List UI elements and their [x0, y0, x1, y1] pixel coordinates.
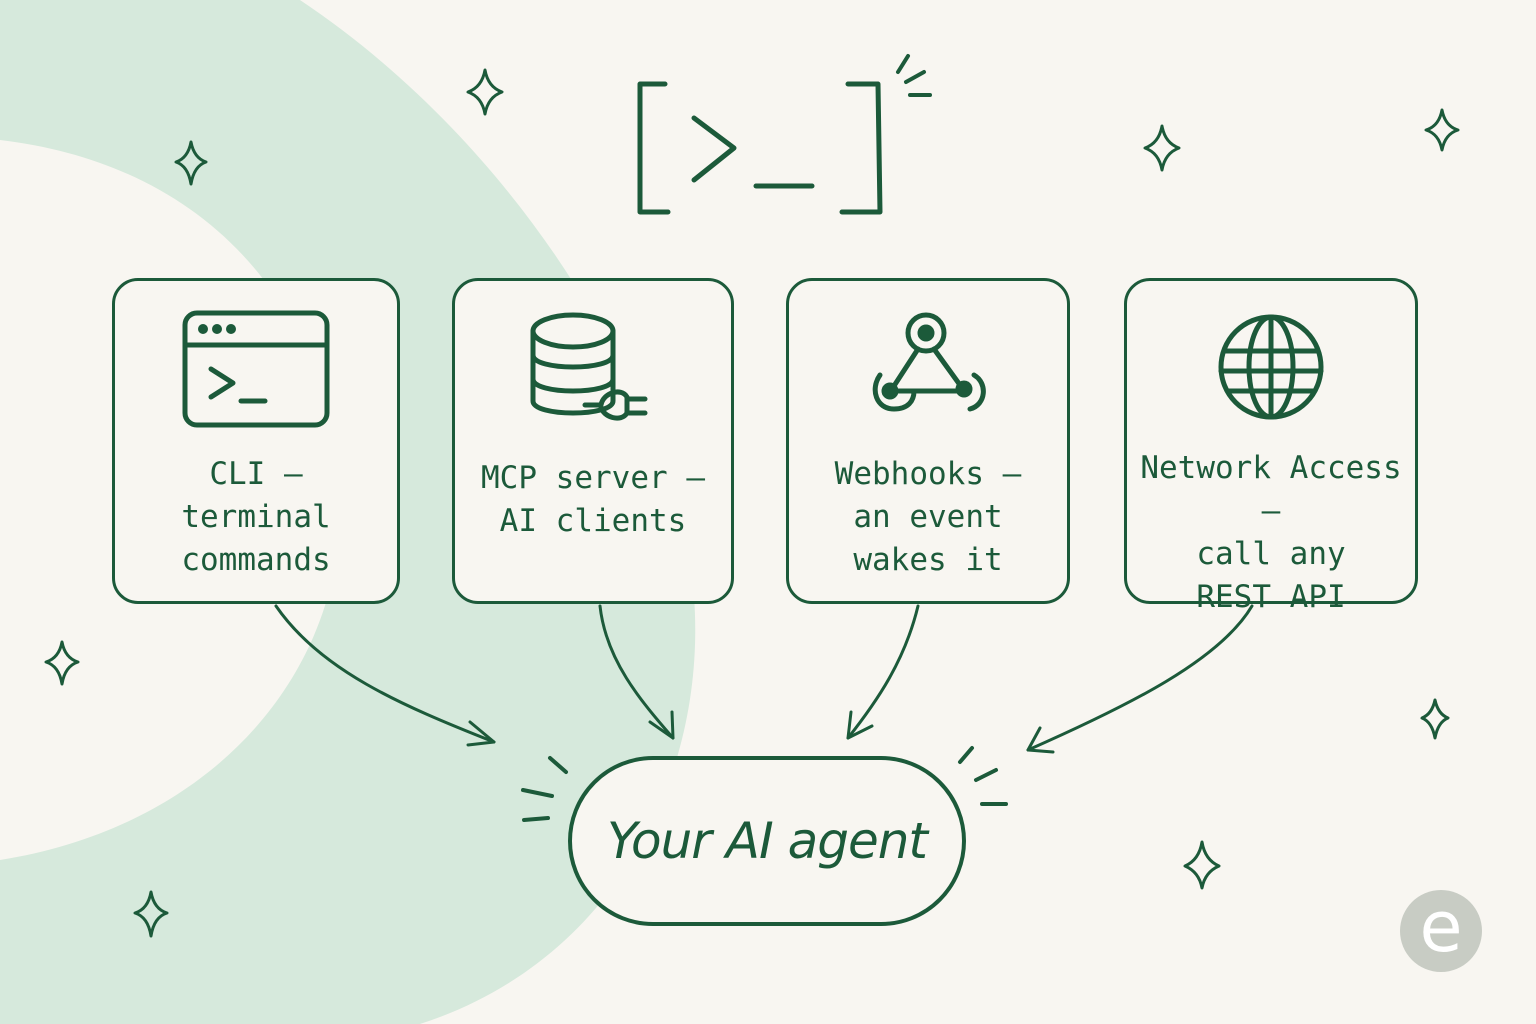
sparkle-icon — [1424, 108, 1460, 152]
card-network: Network Access — call any REST API — [1124, 278, 1418, 615]
logo-letter: e — [1419, 886, 1463, 968]
arrow-webhooks-to-agent — [846, 604, 920, 740]
terminal-window-icon — [182, 310, 330, 428]
agent-label: Your AI agent — [606, 812, 928, 870]
sparkle-icons — [44, 68, 1460, 938]
card-label-cli: CLI — terminal commands — [181, 456, 331, 578]
card-label-network: Network Access — call any REST API — [1140, 450, 1402, 615]
sparkle-icon — [1420, 698, 1450, 740]
agent-emphasis-lines — [521, 746, 1008, 822]
card-label-webhooks: Webhooks — an event wakes it — [834, 456, 1022, 578]
card-webhooks: Webhooks — an event wakes it — [786, 278, 1070, 604]
sparkle-icon — [1143, 124, 1181, 172]
webhook-icon — [872, 312, 986, 412]
terminal-prompt-icon — [637, 81, 883, 215]
sparkle-icon — [174, 140, 208, 186]
sparkle-icon — [133, 890, 169, 938]
agent-node: Your AI agent — [568, 756, 966, 926]
database-plug-icon — [530, 312, 648, 421]
sparkle-icon — [44, 640, 80, 686]
sparkle-icon — [1183, 840, 1221, 890]
header-sparkle-lines — [896, 54, 932, 97]
sparkle-icon — [466, 68, 504, 116]
arrow-cli-to-agent — [274, 604, 496, 744]
card-label-mcp: MCP server — AI clients — [481, 460, 705, 539]
arrow-network-to-agent — [1026, 604, 1254, 752]
brand-logo: e — [1400, 890, 1482, 972]
card-cli: CLI — terminal commands — [112, 278, 400, 604]
flow-arrows — [274, 604, 1254, 754]
arrow-mcp-to-agent — [598, 604, 675, 740]
globe-icon — [1218, 314, 1324, 420]
card-mcp: MCP server — AI clients — [452, 278, 734, 604]
